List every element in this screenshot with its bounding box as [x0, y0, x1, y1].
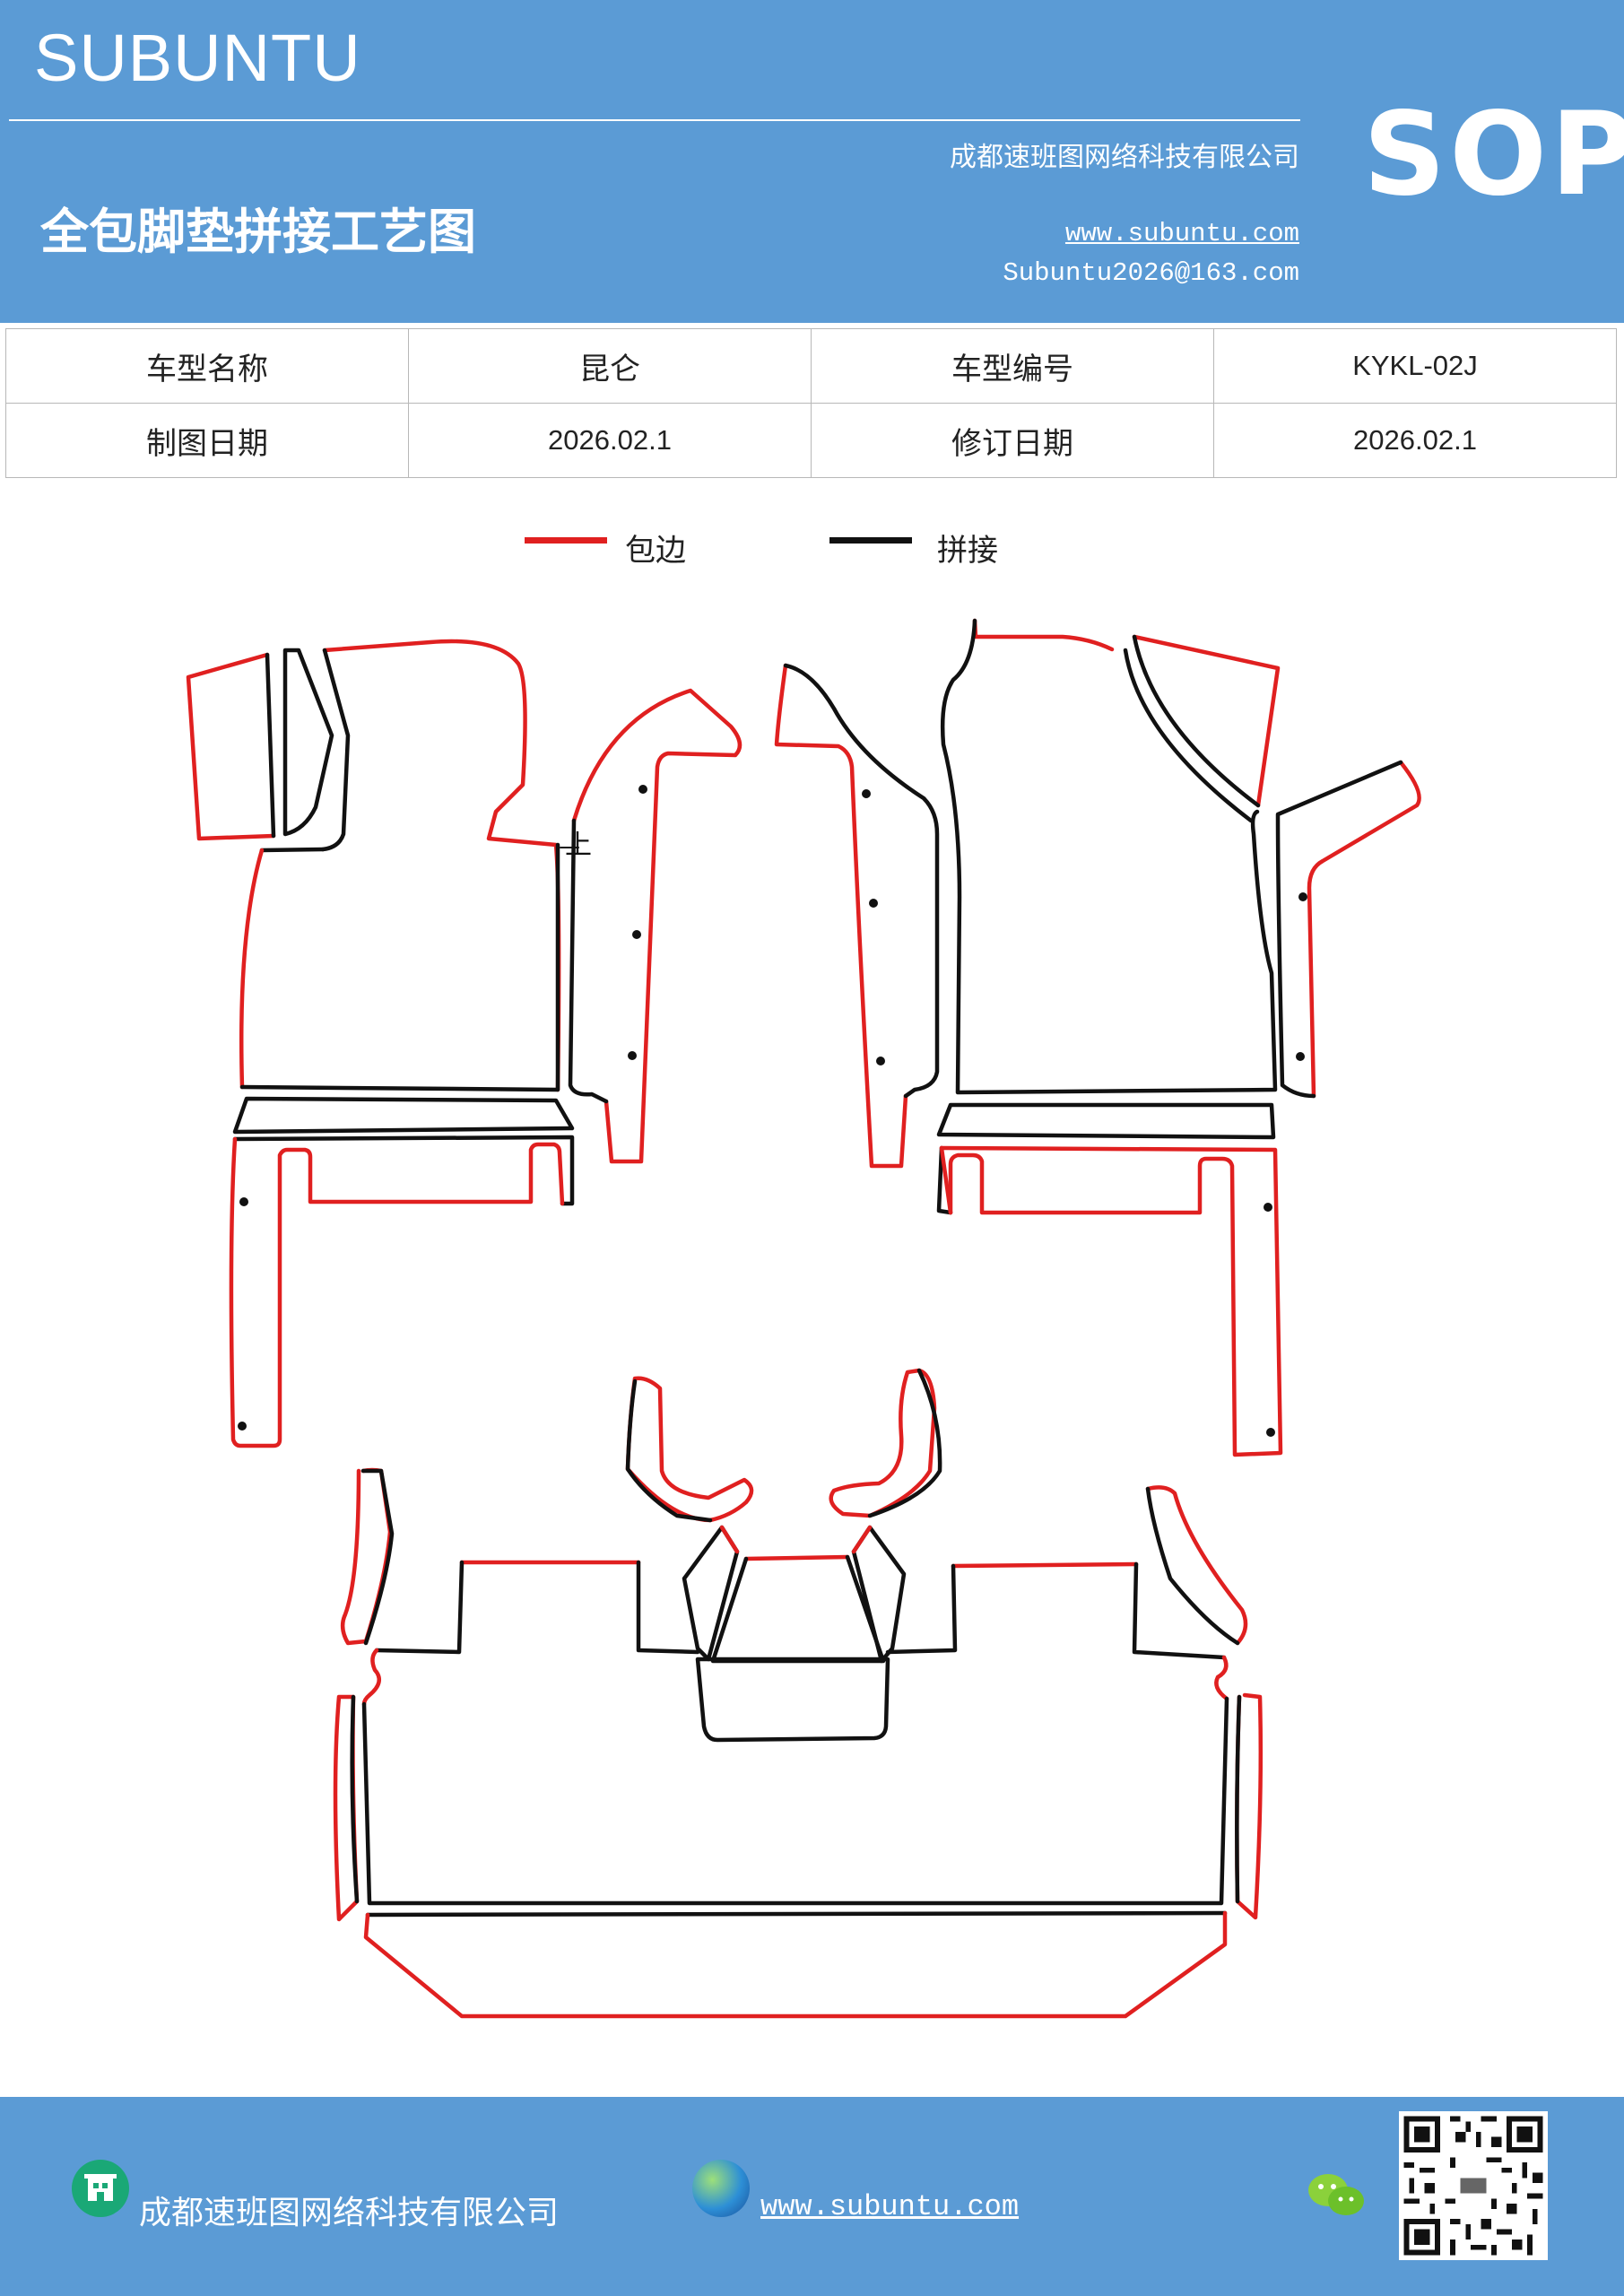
mat-piece: [1275, 760, 1403, 1099]
table-cell-value: 2026.02.1: [1213, 403, 1617, 478]
mat-piece: [239, 848, 265, 1090]
header-company: 成都速班图网络科技有限公司: [950, 142, 1299, 173]
mat-piece: [936, 1102, 1276, 1140]
mat-piece: [939, 1145, 953, 1215]
floor-mat-diagram: 上: [186, 618, 1421, 2019]
mat-piece: [829, 1368, 937, 1518]
mat-piece: [743, 1554, 850, 1561]
table-row: 车型名称 昆仑 车型编号 KYKL-02J: [5, 328, 1617, 404]
globe-icon: [692, 2160, 750, 2217]
vehicle-info-table: 车型名称 昆仑 车型编号 KYKL-02J 制图日期 2026.02.1 修订日…: [5, 328, 1617, 478]
mat-piece: [282, 648, 334, 837]
table-cell-label: 车型编号: [811, 328, 1214, 404]
mat-piece: [939, 1145, 1283, 1457]
mat-piece: [1235, 1694, 1242, 1904]
table-cell-value: 2026.02.1: [408, 403, 812, 478]
mat-piece: [972, 618, 1115, 652]
mat-piece: [1145, 1485, 1248, 1646]
mat-piece: [1214, 1655, 1229, 1701]
mat-piece: [232, 1096, 575, 1135]
table-cell-label: 修订日期: [811, 403, 1214, 478]
mat-piece: [940, 618, 1278, 1095]
mat-piece: [774, 663, 908, 1169]
mat-piece: [360, 1468, 395, 1646]
mat-piece: [571, 688, 743, 1164]
mat-piece: [361, 1696, 1229, 1906]
legend-label-seam: 拼接: [937, 533, 998, 569]
direction-marker: 上: [565, 830, 592, 861]
front-left-mat: [186, 639, 575, 1448]
header-banner: SUBUNTU SOP 成都速班图网络科技有限公司 全包脚垫拼接工艺图 www.…: [0, 0, 1624, 323]
mat-piece: [374, 1560, 700, 1655]
mat-piece: [625, 1376, 754, 1523]
mat-piece: [682, 1525, 740, 1662]
header-website-link[interactable]: www.subuntu.com: [1064, 219, 1299, 248]
mat-piece: [340, 1467, 393, 1646]
wechat-icon[interactable]: [1305, 2169, 1368, 2222]
mat-piece: [229, 1136, 565, 1448]
document-title: 全包脚垫拼接工艺图: [40, 204, 476, 260]
mat-piece: [951, 1561, 1139, 1569]
header-email[interactable]: Subuntu2026@163.com: [1003, 258, 1299, 288]
legend-swatch-edge: [525, 537, 607, 544]
legend-label-edge: 包边: [625, 533, 686, 569]
table-cell-label: 车型名称: [5, 328, 409, 404]
mat-piece: [322, 639, 561, 1092]
mat-piece: [186, 652, 276, 841]
building-icon: [72, 2160, 129, 2217]
table-cell-value: 昆仑: [408, 328, 812, 404]
table-row: 制图日期 2026.02.1 修订日期 2026.02.1: [5, 403, 1617, 478]
mat-piece: [1235, 1692, 1264, 1920]
mat-piece: [1145, 1486, 1240, 1646]
mat-piece: [719, 1525, 740, 1554]
mat-piece: [239, 842, 560, 1092]
header-divider: [9, 119, 1300, 121]
mat-piece: [350, 1694, 360, 1904]
mat-piece: [1307, 760, 1421, 1099]
footer-website-link[interactable]: www.subuntu.com: [760, 2190, 1020, 2223]
brand-name: SUBUNTU: [34, 21, 361, 95]
legend-swatch-seam: [829, 537, 912, 544]
mat-piece: [936, 1145, 953, 1215]
mat-piece: [265, 652, 276, 839]
mat-piece: [363, 1910, 1228, 2019]
table-cell-label: 制图日期: [5, 403, 409, 478]
footer-banner: 成都速班图网络科技有限公司 www.subuntu.com: [0, 2097, 1624, 2296]
mat-piece: [232, 1135, 575, 1206]
sop-badge: SOP: [1363, 88, 1624, 222]
mat-piece: [783, 663, 940, 1099]
mat-piece: [867, 1368, 942, 1518]
mat-piece: [885, 1561, 1227, 1660]
mat-piece: [320, 648, 351, 852]
mat-piece: [1123, 634, 1261, 823]
mat-piece: [1132, 634, 1281, 808]
mat-piece: [259, 847, 326, 853]
mat-piece: [568, 818, 609, 1104]
mat-piece: [361, 1648, 382, 1707]
mat-piece: [851, 1525, 873, 1554]
mat-piece: [625, 1378, 713, 1523]
front-right-mat: [936, 618, 1421, 1457]
table-cell-value: KYKL-02J: [1213, 328, 1617, 404]
footer-company: 成都速班图网络科技有限公司: [139, 2195, 560, 2231]
mat-piece: [695, 1657, 890, 1743]
right-door-sill: [774, 663, 940, 1169]
qr-code[interactable]: [1399, 2111, 1548, 2260]
mat-piece: [365, 1910, 1228, 1918]
left-door-sill: [568, 688, 743, 1164]
rear-mat-assembly: [333, 1368, 1264, 2019]
